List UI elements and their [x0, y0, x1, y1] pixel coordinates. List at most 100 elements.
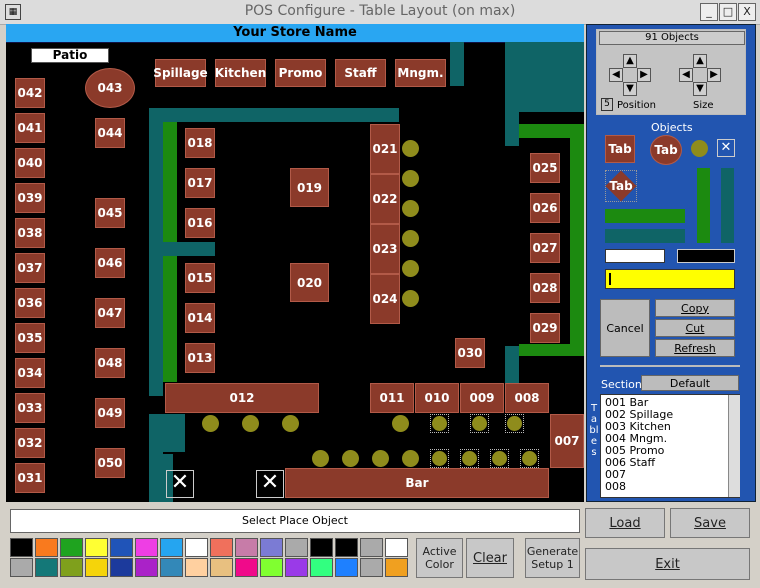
list-item[interactable]: 004 Mngm. [605, 432, 668, 445]
label-object-white[interactable] [605, 249, 665, 263]
patio-label[interactable]: Patio [31, 48, 109, 63]
seat-selected[interactable] [505, 414, 524, 433]
table-033[interactable]: 033 [15, 393, 45, 423]
table-010[interactable]: 010 [415, 383, 459, 413]
palette-swatch[interactable] [210, 538, 233, 557]
save-button[interactable]: Save [670, 508, 750, 538]
spillage-button[interactable]: Spillage [153, 59, 208, 87]
wall[interactable] [149, 108, 163, 256]
palette-swatch[interactable] [285, 538, 308, 557]
table-036[interactable]: 036 [15, 288, 45, 318]
table-034[interactable]: 034 [15, 358, 45, 388]
table-045[interactable]: 045 [95, 198, 125, 228]
palette-swatch[interactable] [85, 538, 108, 557]
refresh-button[interactable]: Refresh [655, 339, 735, 357]
section-list[interactable]: 001 Bar 002 Spillage 003 Kitchen 004 Mng… [600, 394, 740, 498]
palette-swatch[interactable] [235, 558, 258, 577]
seat[interactable] [342, 450, 359, 467]
list-item[interactable]: 003 Kitchen [605, 420, 671, 433]
table-046[interactable]: 046 [95, 248, 125, 278]
kitchen-button[interactable]: Kitchen [215, 59, 266, 87]
palette-swatch[interactable] [160, 558, 183, 577]
palette-swatch[interactable] [385, 538, 408, 557]
vertical-green-wall-object[interactable] [697, 168, 710, 243]
table-037[interactable]: 037 [15, 253, 45, 283]
tab-diamond-object[interactable]: Tab [605, 170, 637, 202]
table-041[interactable]: 041 [15, 113, 45, 143]
table-020[interactable]: 020 [290, 263, 329, 302]
seat[interactable] [402, 170, 419, 187]
seat[interactable] [402, 230, 419, 247]
table-050[interactable]: 050 [95, 448, 125, 478]
wall[interactable] [149, 414, 163, 502]
table-021[interactable]: 021 [370, 124, 400, 174]
table-043[interactable]: 043 [85, 68, 135, 108]
vertical-teal-wall-object[interactable] [721, 168, 734, 243]
wall[interactable] [163, 454, 173, 502]
list-item[interactable]: 006 Staff [605, 456, 656, 469]
table-007[interactable]: 007 [550, 414, 584, 468]
table-023[interactable]: 023 [370, 224, 400, 274]
shrink-down-icon[interactable]: ▼ [693, 82, 707, 96]
table-024[interactable]: 024 [370, 274, 400, 324]
tab-round-object[interactable]: Tab [650, 135, 682, 165]
close-button[interactable]: X [738, 3, 756, 21]
promo-button[interactable]: Promo [275, 59, 326, 87]
grow-up-icon[interactable]: ▲ [693, 54, 707, 68]
palette-swatch[interactable] [310, 538, 333, 557]
seat-selected[interactable] [460, 449, 479, 468]
table-016[interactable]: 016 [185, 208, 215, 238]
tab-square-object[interactable]: Tab [605, 135, 635, 163]
table-019[interactable]: 019 [290, 168, 329, 207]
table-017[interactable]: 017 [185, 168, 215, 198]
mngm-button[interactable]: Mngm. [395, 59, 446, 87]
move-right-icon[interactable]: ▶ [637, 68, 651, 82]
table-031[interactable]: 031 [15, 463, 45, 493]
seat[interactable] [402, 260, 419, 277]
palette-swatch[interactable] [185, 558, 208, 577]
seat[interactable] [202, 415, 219, 432]
table-029[interactable]: 029 [530, 313, 560, 343]
list-item[interactable]: 002 Spillage [605, 408, 674, 421]
seat-selected[interactable] [490, 449, 509, 468]
wall[interactable] [149, 242, 215, 256]
exit-button[interactable]: Exit [585, 548, 750, 580]
seat-selected[interactable] [520, 449, 539, 468]
palette-swatch[interactable] [10, 558, 33, 577]
palette-swatch[interactable] [35, 538, 58, 557]
wall[interactable] [163, 414, 185, 452]
palette-swatch[interactable] [60, 558, 83, 577]
palette-swatch[interactable] [285, 558, 308, 577]
floor-plan-canvas[interactable]: Your Store Name Patio Spillage Kitchen P… [6, 24, 584, 502]
seat[interactable] [402, 200, 419, 217]
palette-swatch[interactable] [35, 558, 58, 577]
table-018[interactable]: 018 [185, 128, 215, 158]
palette-swatch[interactable] [135, 558, 158, 577]
seat[interactable] [282, 415, 299, 432]
green-wall[interactable] [519, 124, 584, 138]
list-item[interactable]: 008 [605, 480, 626, 493]
green-wall[interactable] [163, 256, 177, 382]
text-object-yellow[interactable] [605, 269, 735, 289]
delete-marker-icon[interactable]: ✕ [256, 470, 284, 498]
wall[interactable] [450, 42, 464, 86]
palette-swatch[interactable] [210, 558, 233, 577]
table-035[interactable]: 035 [15, 323, 45, 353]
minimize-button[interactable]: _ [700, 3, 718, 21]
table-040[interactable]: 040 [15, 148, 45, 178]
generate-setup-button[interactable]: Generate Setup 1 [525, 538, 580, 578]
palette-swatch[interactable] [360, 538, 383, 557]
seat-selected[interactable] [430, 449, 449, 468]
cancel-button[interactable]: Cancel [600, 299, 650, 357]
staff-button[interactable]: Staff [335, 59, 386, 87]
seat[interactable] [402, 140, 419, 157]
clear-button[interactable]: Clear [466, 538, 514, 578]
bar-counter[interactable]: Bar [285, 468, 549, 498]
palette-swatch[interactable] [335, 538, 358, 557]
wall[interactable] [149, 108, 399, 122]
table-008[interactable]: 008 [505, 383, 549, 413]
seat-selected[interactable] [470, 414, 489, 433]
move-up-icon[interactable]: ▲ [623, 54, 637, 68]
green-wall[interactable] [519, 344, 584, 356]
delete-marker-object-icon[interactable]: ✕ [717, 139, 735, 157]
